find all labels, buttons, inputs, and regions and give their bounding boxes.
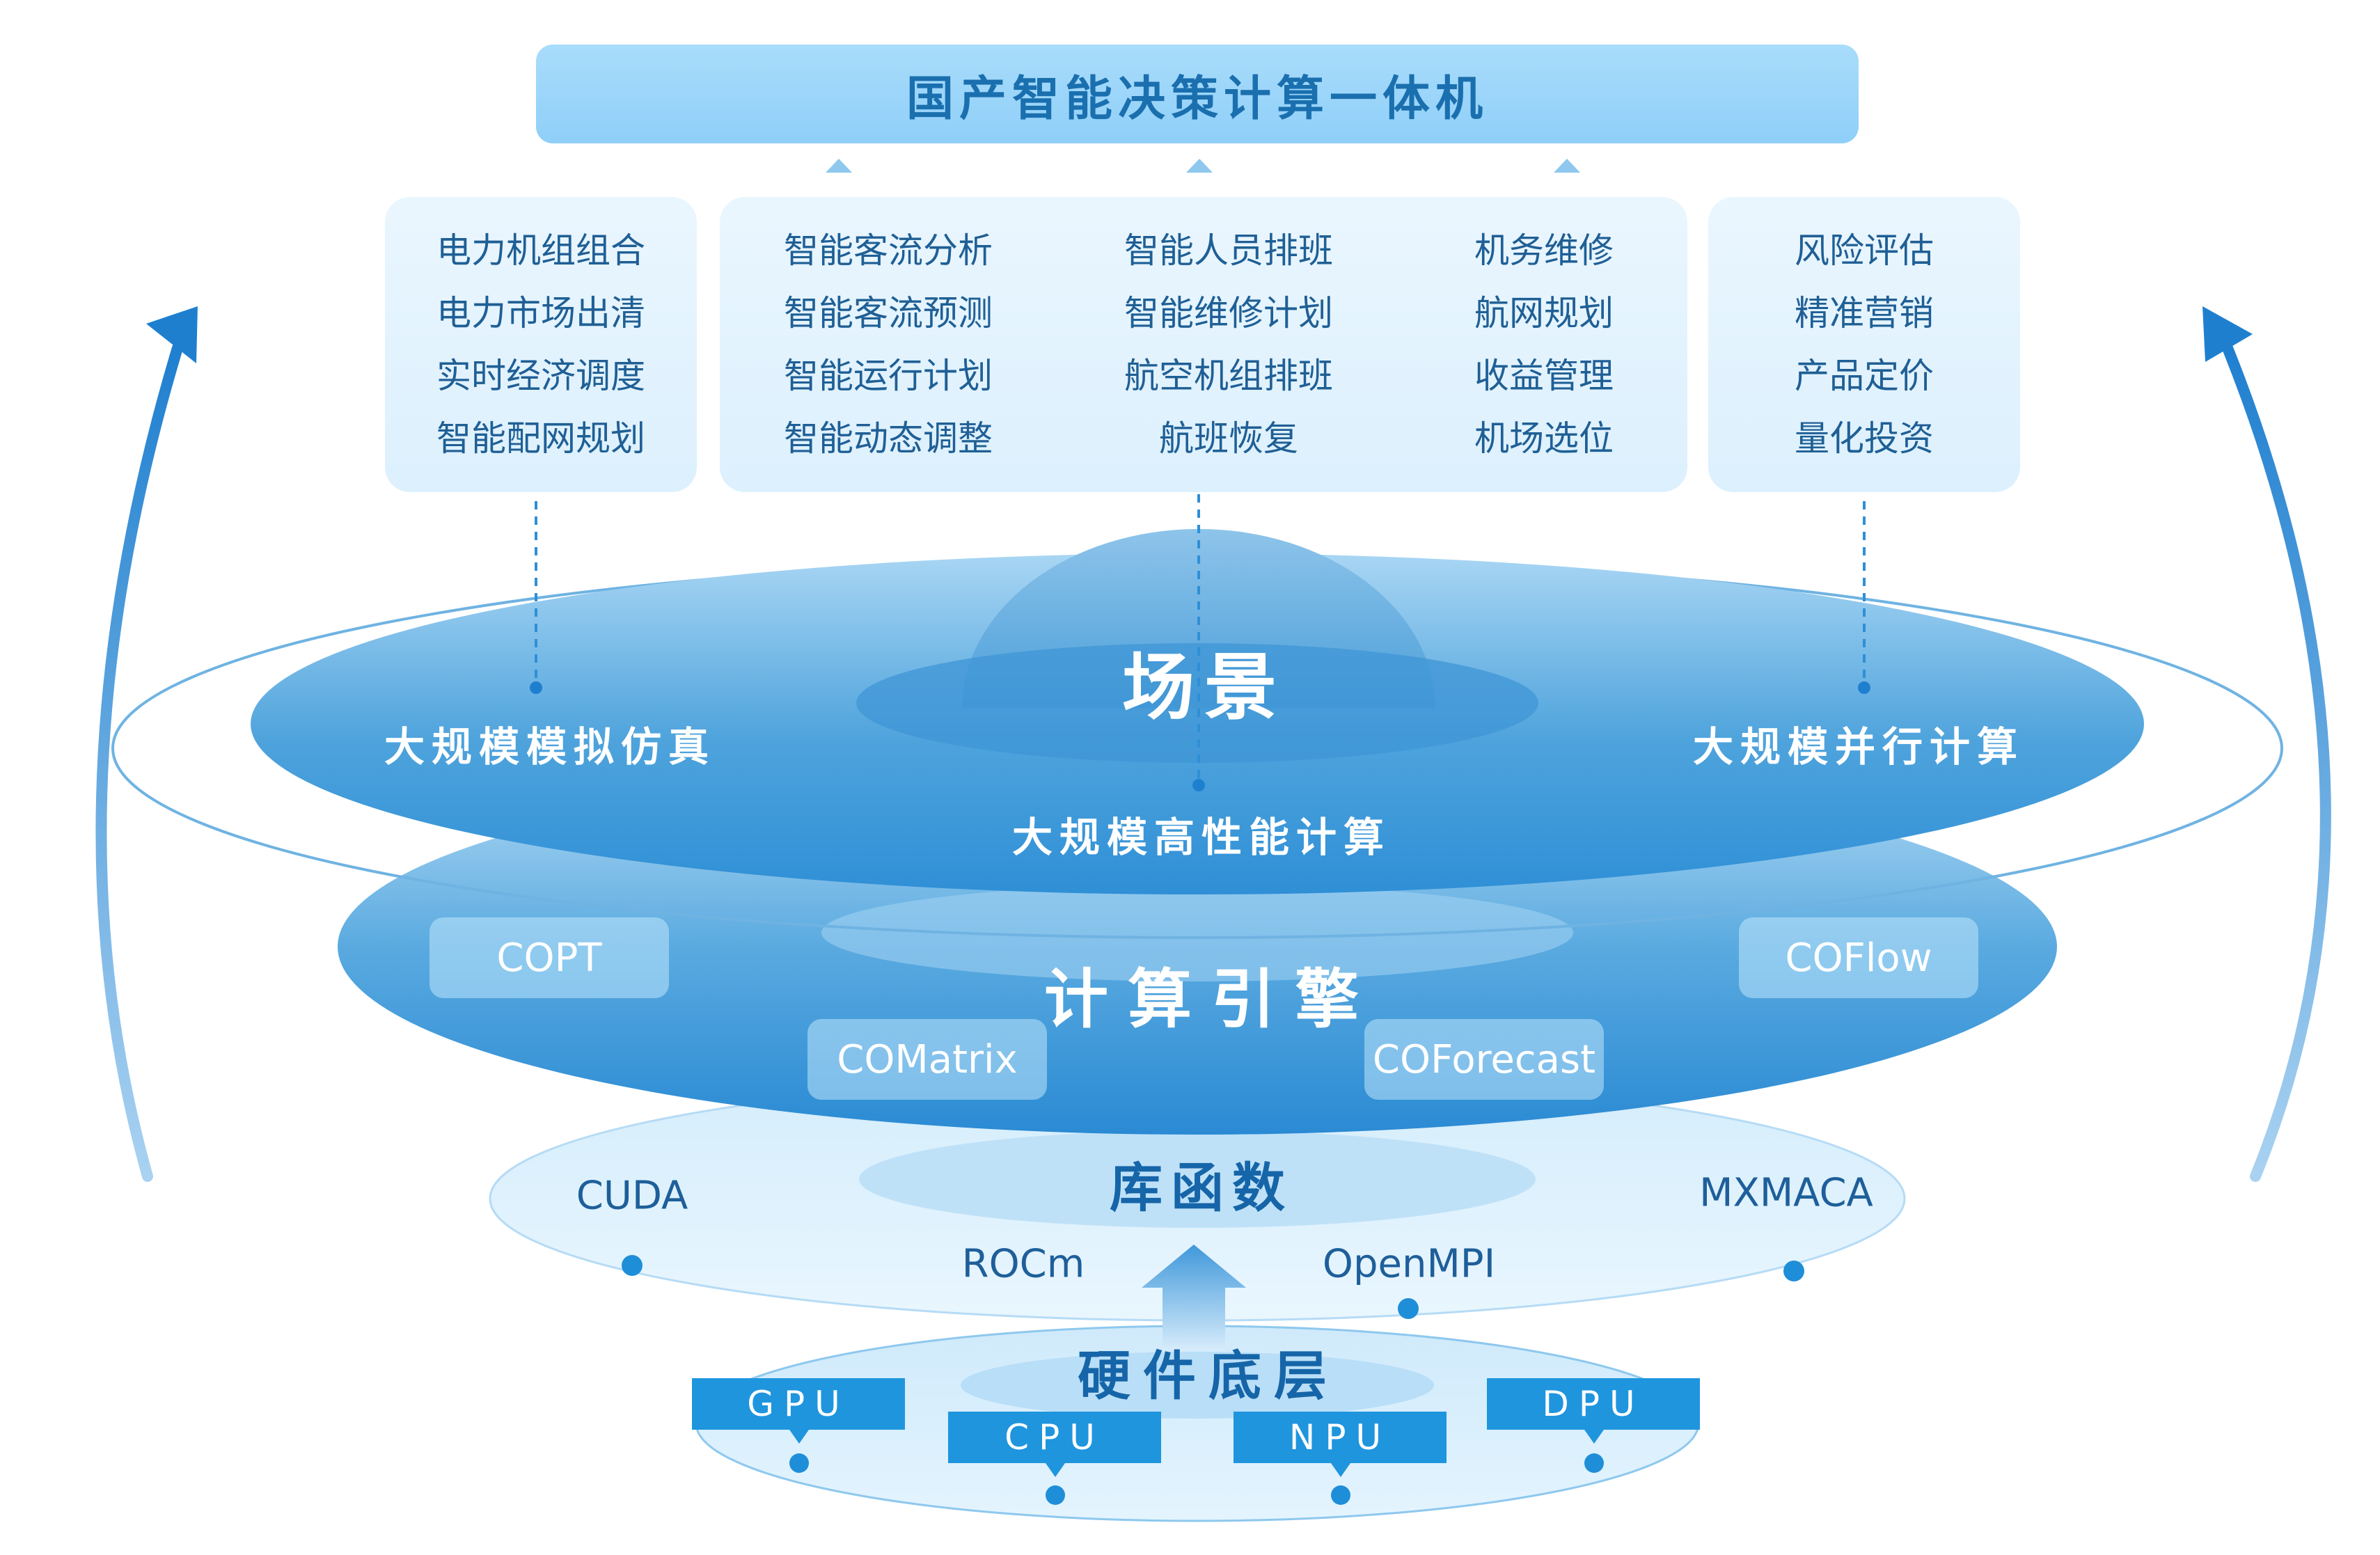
hw-dot-2 — [1046, 1485, 1065, 1505]
hardware-inner-disc — [961, 1352, 1434, 1419]
engine-chip-coflow: COFlow — [1739, 917, 1978, 998]
app-item: 智能维修计划 — [1124, 293, 1333, 333]
engine-chip-comatrix: COMatrix — [807, 1019, 1047, 1100]
app-item: 智能配网规划 — [436, 418, 645, 459]
hw-label: GPU — [747, 1384, 850, 1424]
app-column-crew: 智能人员排班 智能维修计划 航空机组排班 航班恢复 — [1057, 197, 1401, 492]
app-box-finance — [1708, 197, 2020, 492]
app-item: 机场选位 — [1474, 418, 1614, 459]
app-item: 智能客流预测 — [784, 293, 993, 333]
caret-right — [1554, 159, 1580, 173]
app-item: 航网规划 — [1474, 293, 1614, 333]
connector-mid-dot — [1192, 779, 1205, 791]
app-item: 实时经济调度 — [436, 356, 645, 396]
app-item: 精准营销 — [1795, 293, 1934, 333]
app-item: 航空机组排班 — [1124, 356, 1333, 396]
hw-label: NPU — [1288, 1417, 1392, 1458]
hw-chip-cpu: CPU — [948, 1412, 1161, 1463]
hw-pointer-4 — [1584, 1430, 1604, 1444]
app-box-aviation — [720, 197, 1687, 492]
title-text: 国产智能决策计算一体机 — [906, 71, 1488, 127]
engine-label: COPT — [496, 935, 602, 981]
connector-right-dot — [1858, 681, 1870, 694]
app-box-power — [385, 197, 697, 492]
connector-left-dot — [530, 681, 542, 694]
library-inner-disc — [859, 1130, 1536, 1228]
library-label-cuda: CUDA — [576, 1173, 688, 1219]
engine-chip-coforecast: COForecast — [1364, 1019, 1604, 1100]
caret-left — [826, 159, 852, 173]
app-item: 航班恢复 — [1159, 418, 1298, 459]
app-item: 风险评估 — [1795, 230, 1934, 271]
left-side-arc — [95, 342, 183, 1182]
engine-chip-copt: COPT — [429, 917, 669, 998]
hw-label: CPU — [1004, 1417, 1105, 1458]
app-item: 智能人员排班 — [1124, 230, 1333, 271]
engine-title: 计算引擎 — [1043, 962, 1379, 1037]
hw-label: DPU — [1542, 1384, 1645, 1424]
hw-pointer-2 — [1046, 1463, 1065, 1477]
library-label-openmpi: OpenMPI — [1322, 1241, 1496, 1287]
hw-pointer-1 — [789, 1430, 809, 1444]
hw-chip-npu: NPU — [1234, 1412, 1447, 1463]
engine-inner-glow — [821, 884, 1573, 981]
app-item: 收益管理 — [1474, 356, 1614, 396]
hardware-title: 硬件底层 — [1078, 1345, 1339, 1407]
engine-label: COForecast — [1372, 1036, 1596, 1082]
app-item: 电力市场出清 — [436, 293, 645, 333]
caret-mid — [1186, 159, 1213, 173]
hw-chip-gpu: GPU — [692, 1378, 905, 1430]
app-column-passenger: 智能客流分析 智能客流预测 智能运行计划 智能动态调整 — [720, 197, 1057, 492]
scene-bottom-label: 大规模高性能计算 — [1011, 814, 1392, 861]
scene-dome-base — [856, 643, 1538, 763]
title-bar: 国产智能决策计算一体机 — [536, 45, 1859, 143]
app-item: 智能运行计划 — [784, 356, 993, 396]
lib-dot-1 — [622, 1255, 643, 1276]
hw-dot-3 — [1331, 1485, 1350, 1505]
app-item: 机务维修 — [1474, 230, 1614, 271]
library-label-rocm: ROCm — [961, 1241, 1085, 1287]
app-column-finance: 风险评估 精准营销 产品定价 量化投资 — [1708, 197, 2020, 492]
app-item: 智能客流分析 — [784, 230, 993, 271]
hw-dot-4 — [1584, 1453, 1604, 1473]
scene-title: 场景 — [1121, 645, 1287, 730]
lib-dot-2 — [1398, 1298, 1419, 1319]
engine-label: COFlow — [1785, 935, 1932, 981]
app-item: 智能动态调整 — [784, 418, 993, 459]
library-title: 库函数 — [1110, 1157, 1293, 1219]
right-arrow-head — [2202, 306, 2253, 362]
hw-pointer-3 — [1331, 1463, 1350, 1477]
upward-arrow — [1142, 1245, 1246, 1350]
right-side-arc — [2222, 342, 2331, 1182]
app-item: 电力机组组合 — [436, 230, 645, 271]
library-label-mxmaca: MXMACA — [1699, 1170, 1873, 1216]
hw-chip-dpu: DPU — [1487, 1378, 1700, 1430]
scene-left-label: 大规模模拟仿真 — [384, 723, 716, 771]
app-item: 量化投资 — [1795, 418, 1934, 459]
hw-dot-1 — [789, 1453, 809, 1473]
app-column-airline: 机务维修 航网规划 收益管理 机场选位 — [1401, 197, 1687, 492]
left-arrow-head — [146, 306, 198, 363]
lib-dot-3 — [1783, 1261, 1804, 1281]
app-column-power: 电力机组组合 电力市场出清 实时经济调度 智能配网规划 — [385, 197, 697, 492]
engine-label: COMatrix — [837, 1036, 1018, 1082]
app-item: 产品定价 — [1795, 356, 1934, 396]
scene-right-label: 大规模并行计算 — [1692, 723, 2025, 771]
